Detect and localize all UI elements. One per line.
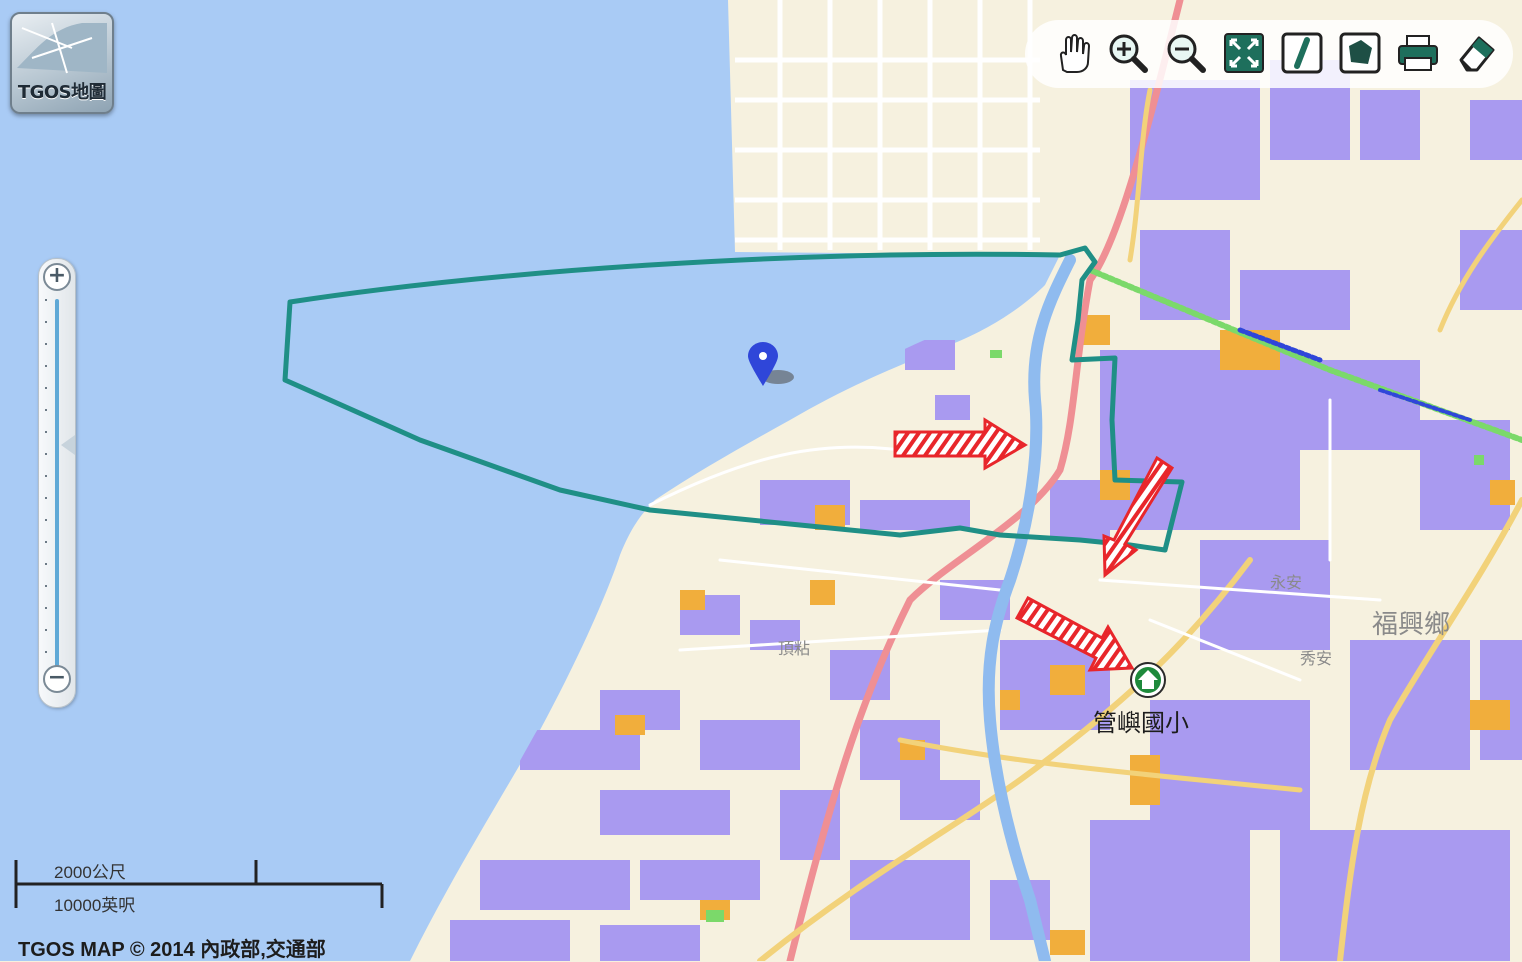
arrow-southeast: [1014, 595, 1135, 672]
hand-icon: [1059, 34, 1091, 73]
map-attribution: TGOS MAP © 2014 內政部,交通部: [18, 939, 326, 961]
logo-label: TGOS地圖: [17, 82, 107, 103]
school-icon[interactable]: [1130, 662, 1166, 698]
zoom-in-label: +: [47, 262, 67, 288]
arrow-southwest: [1102, 455, 1175, 579]
clear-tool-button[interactable]: [1453, 30, 1499, 76]
industrial-grid: [735, 0, 1040, 250]
polygon-area-icon: [1339, 32, 1381, 74]
zoom-track[interactable]: [55, 299, 59, 669]
place-label-dingnian: 頂粘: [778, 639, 810, 658]
faint-place-labels: 福興鄉 頂粘 永安 秀安: [778, 573, 1450, 668]
river: [982, 254, 1076, 961]
measure-distance-tool-button[interactable]: [1279, 30, 1325, 76]
map-thumbnail-icon: [17, 22, 107, 74]
full-extent-tool-button[interactable]: [1221, 30, 1267, 76]
printer-icon: [1398, 35, 1438, 71]
ruler-line-icon: [1281, 32, 1323, 74]
land-use-zones: [450, 60, 1522, 961]
zoom-in-magnifier-icon: [1109, 34, 1148, 73]
place-label-xiuan: 秀安: [1300, 649, 1332, 668]
tgos-logo-button[interactable]: TGOS地圖: [10, 12, 114, 114]
zoom-out-magnifier-icon: [1167, 34, 1206, 73]
zoom-out-button[interactable]: −: [43, 665, 71, 693]
measure-area-tool-button[interactable]: [1337, 30, 1383, 76]
place-label-yongan: 永安: [1270, 573, 1302, 592]
location-marker-icon[interactable]: [748, 342, 794, 386]
scale-metric-label: 2000公尺: [54, 863, 126, 882]
zoom-in-tool-button[interactable]: [1105, 30, 1151, 76]
scale-imperial-label: 10000英呎: [54, 896, 136, 915]
zoom-out-label: −: [47, 664, 67, 690]
school-label: 管嶼國小: [1093, 709, 1189, 737]
study-area-boundary: [282, 245, 1185, 553]
arrow-east: [893, 417, 1028, 471]
eraser-icon: [1459, 36, 1495, 72]
zoom-out-tool-button[interactable]: [1163, 30, 1209, 76]
map-toolbar: [1025, 20, 1513, 88]
zoom-slider: + −: [38, 258, 76, 708]
scale-bar: [14, 860, 384, 908]
full-extent-icon: [1224, 33, 1264, 73]
pan-tool-button[interactable]: [1047, 30, 1093, 76]
zoom-in-button[interactable]: +: [43, 263, 71, 291]
print-tool-button[interactable]: [1395, 30, 1441, 76]
zoom-ticks: [45, 299, 47, 669]
roads: [648, 0, 1522, 961]
zoom-handle[interactable]: [61, 435, 75, 455]
place-label-fuxing: 福興鄉: [1372, 610, 1450, 640]
annotation-arrows: [893, 417, 1175, 672]
